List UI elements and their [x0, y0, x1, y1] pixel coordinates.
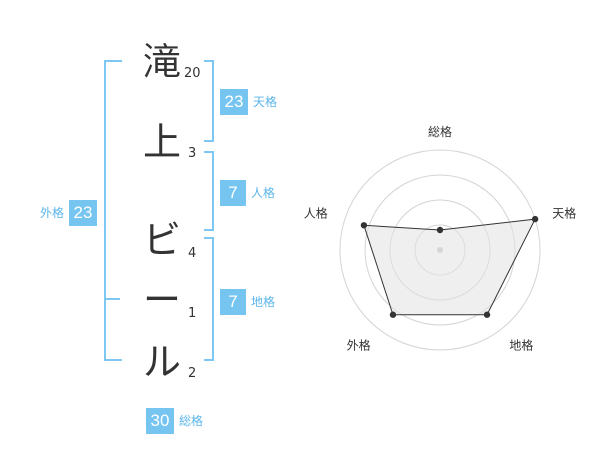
jinkaku-badge: 7 人格 — [220, 180, 275, 206]
chikaku-label: 地格 — [251, 295, 276, 309]
stroke-count-1: 20 — [184, 66, 201, 81]
jinkaku-label: 人格 — [251, 186, 276, 200]
jinkaku-value: 7 — [220, 180, 246, 206]
name-char-2: 上 — [142, 120, 181, 164]
jinkaku-bracket — [204, 151, 214, 231]
gaikaku-bracket — [104, 60, 122, 361]
tenkaku-bracket — [204, 60, 214, 142]
soukaku-label: 総格 — [179, 414, 204, 428]
stroke-count-2: 3 — [188, 146, 197, 161]
radar-point-5 — [360, 222, 368, 229]
stroke-count-4: 1 — [188, 306, 197, 321]
radar-axis-label-2: 天格 — [552, 206, 576, 221]
gaikaku-value: 23 — [69, 200, 98, 226]
gaikaku-bracket-tick — [106, 298, 120, 300]
radar-polygon — [363, 218, 536, 316]
radar-axis-label-4: 外格 — [347, 337, 371, 352]
radar-point-2 — [531, 215, 539, 223]
gaikaku-label: 外格 — [40, 206, 65, 220]
tenkaku-badge: 23 天格 — [220, 89, 277, 115]
soukaku-value: 30 — [146, 408, 174, 434]
chikaku-badge: 7 地格 — [220, 289, 275, 315]
radar-axis-label-1: 総格 — [428, 124, 452, 139]
radar-ring-4 — [339, 149, 541, 351]
tenkaku-value: 23 — [220, 89, 248, 115]
radar-axis-label-3: 地格 — [509, 337, 533, 352]
soukaku-badge: 30 総格 — [146, 408, 203, 434]
radar-point-4 — [389, 311, 397, 318]
gaikaku-badge: 外格 23 — [40, 200, 98, 226]
stroke-count-3: 4 — [188, 246, 197, 261]
chikaku-bracket — [204, 237, 214, 361]
radar-axis-label-5: 人格 — [304, 206, 328, 221]
tenkaku-label: 天格 — [253, 95, 278, 109]
name-char-1: 滝 — [142, 40, 181, 84]
name-char-5: ル — [142, 340, 181, 384]
name-char-3: ビ — [142, 218, 181, 262]
chikaku-value: 7 — [220, 289, 246, 315]
name-char-4: ー — [142, 278, 181, 322]
radar-point-3 — [483, 311, 491, 318]
radar-point-1 — [436, 226, 444, 234]
stroke-count-5: 2 — [188, 366, 197, 381]
